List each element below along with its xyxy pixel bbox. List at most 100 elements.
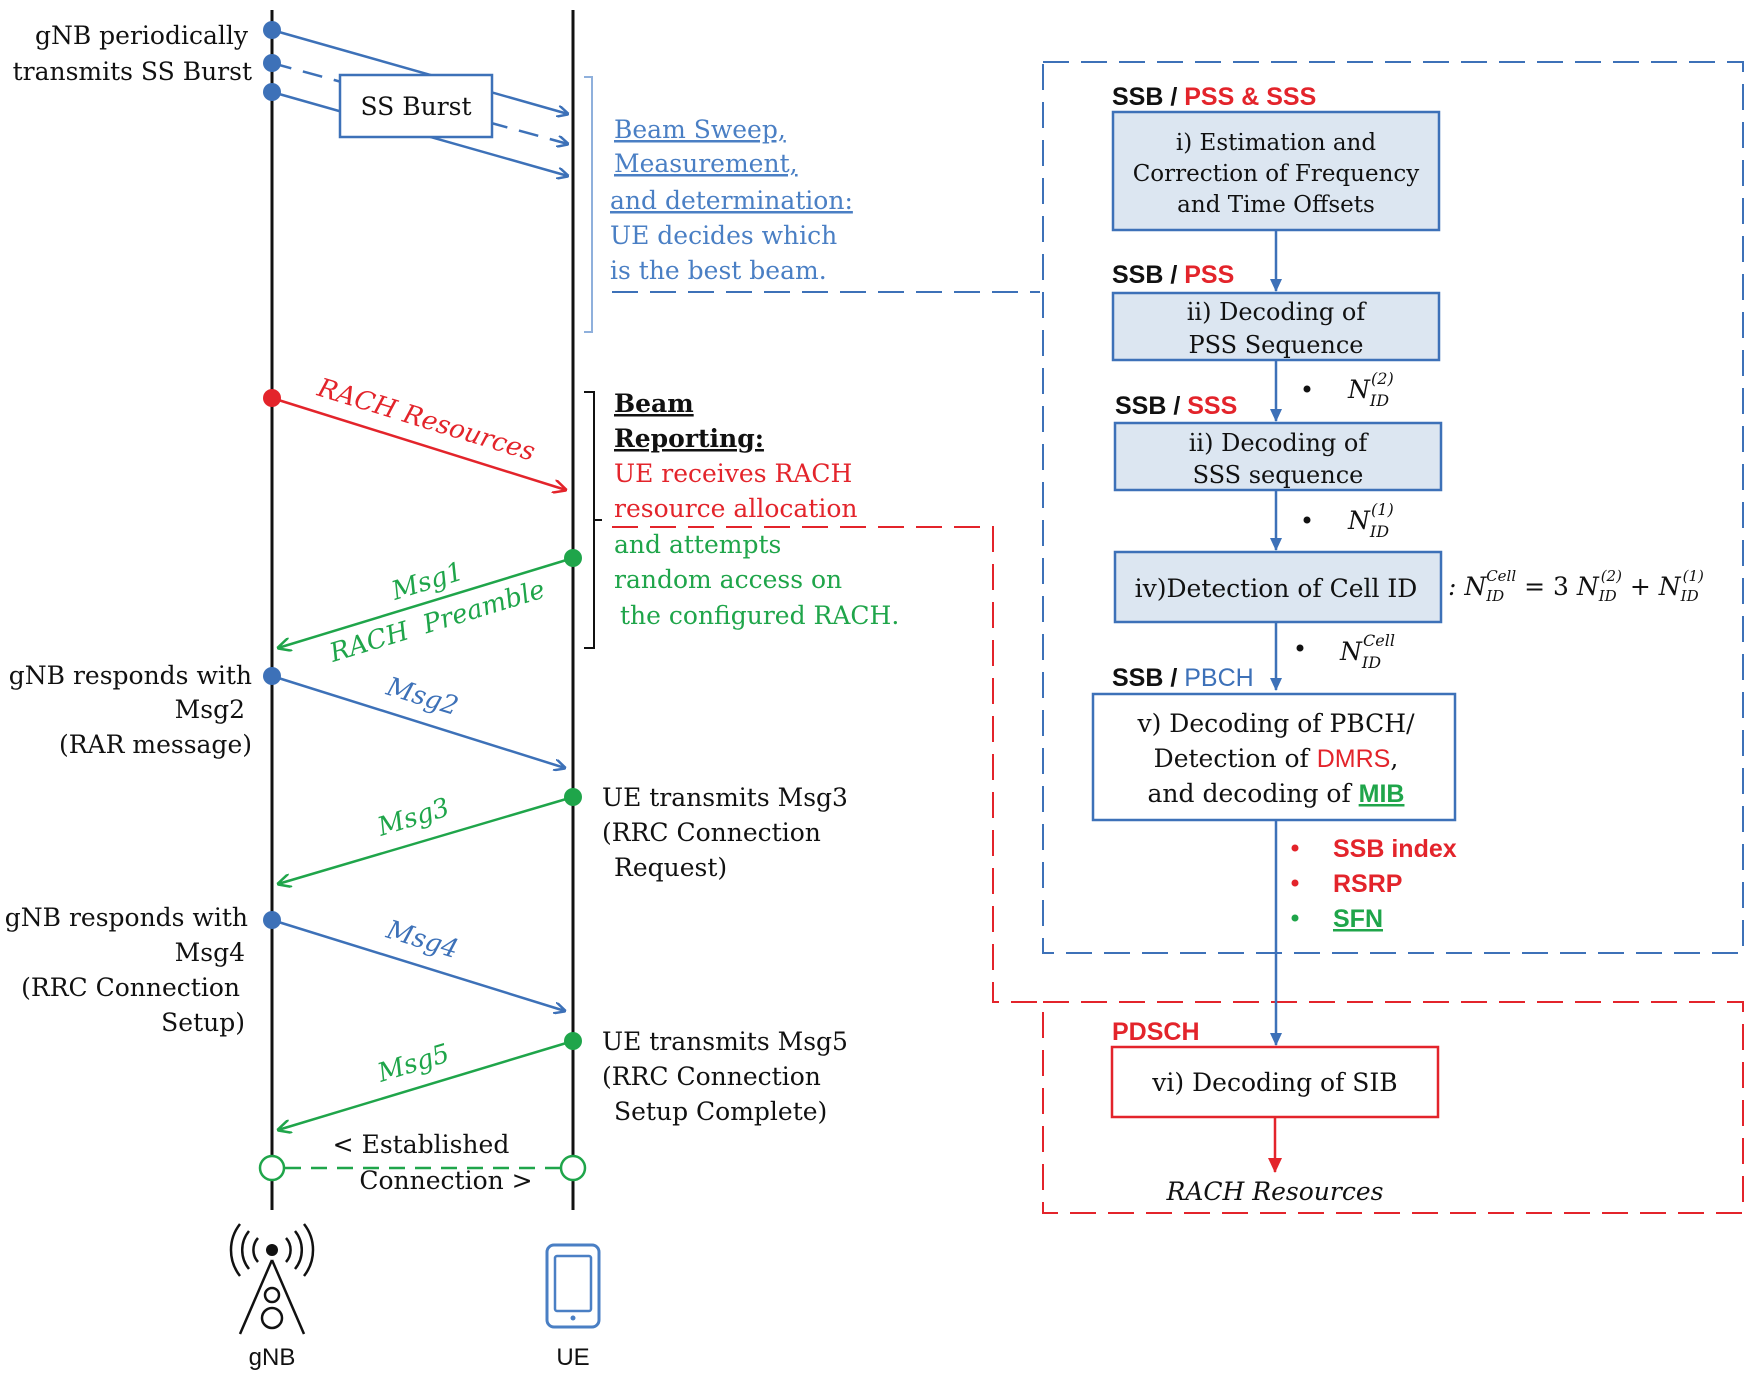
bullet-ssb-index-dot bbox=[1291, 844, 1299, 852]
msg4-note-line2: Msg4 bbox=[175, 938, 245, 967]
ss-burst-arrow-1 bbox=[271, 28, 568, 114]
established-gnb-ring bbox=[258, 1154, 286, 1182]
msg3-arrow bbox=[278, 795, 574, 884]
msg4-dot bbox=[263, 911, 281, 929]
beam-sweep-bracket bbox=[584, 76, 593, 333]
bullet-sfn-dot bbox=[1291, 914, 1299, 922]
ssb-processing-region bbox=[1042, 61, 1744, 954]
msg1-label: Msg1 bbox=[387, 557, 467, 607]
ss-burst-note-line1: gNB periodically bbox=[35, 21, 249, 50]
step2-text-2: PSS Sequence bbox=[1188, 331, 1363, 359]
rach-resources-arrow bbox=[271, 396, 566, 490]
bullet-rsrp-dot bbox=[1291, 879, 1299, 887]
step1-box bbox=[1111, 110, 1441, 232]
bullet-sfn: SFN bbox=[1333, 905, 1383, 933]
msg5-note-line1: UE transmits Msg5 bbox=[602, 1027, 848, 1056]
beam-sweep-body-2: is the best beam. bbox=[610, 256, 827, 285]
step1-text-1: i) Estimation and bbox=[1176, 130, 1376, 156]
step2-channel-label: SSB / PSS bbox=[1112, 261, 1234, 289]
msg3-dot bbox=[564, 788, 582, 806]
bullet-ssb-index: SSB index bbox=[1333, 835, 1457, 863]
msg2-arrow bbox=[271, 674, 565, 768]
nidcell-bullet bbox=[1296, 644, 1304, 652]
msg1-dot bbox=[564, 549, 582, 567]
ss-burst-box-label: SS Burst bbox=[360, 92, 471, 121]
msg3-note-line1: UE transmits Msg3 bbox=[602, 783, 848, 812]
nid2-symbol: NID(2) bbox=[1347, 369, 1394, 410]
step1-text-2: Correction of Frequency bbox=[1133, 161, 1420, 187]
beam-reporting-title-2: Reporting: bbox=[614, 424, 764, 453]
beam-reporting-text: Beam Reporting: UE receives RACH resourc… bbox=[614, 389, 899, 630]
bullet-rsrp: RSRP bbox=[1333, 870, 1402, 898]
ss-burst-arrow-2 bbox=[271, 61, 568, 144]
msg4-arrow bbox=[271, 918, 565, 1011]
msg2-note-line1: gNB responds with bbox=[9, 661, 252, 690]
ss-burst-dot-1 bbox=[263, 21, 281, 39]
beam-reporting-link-line bbox=[612, 526, 1050, 1003]
msg3-note-line2: (RRC Connection bbox=[602, 818, 821, 847]
nid1-symbol: NID(1) bbox=[1347, 500, 1394, 541]
smartphone-icon bbox=[545, 1243, 601, 1329]
rach-resources-output: RACH Resources bbox=[1166, 1177, 1384, 1206]
msg5-arrow bbox=[278, 1039, 574, 1130]
msg5-note-line2: (RRC Connection bbox=[602, 1062, 821, 1091]
established-ue-ring bbox=[559, 1154, 587, 1182]
msg3-note-line3: Request) bbox=[614, 853, 727, 882]
cell-tower-icon bbox=[229, 1223, 315, 1335]
nid2-bullet bbox=[1303, 385, 1311, 393]
msg1-arrow bbox=[278, 556, 574, 648]
msg4-note-line4: Setup) bbox=[161, 1008, 245, 1037]
step6-channel-label: PDSCH bbox=[1112, 1018, 1200, 1046]
step2-box bbox=[1111, 291, 1441, 362]
msg2-note-line2: Msg2 bbox=[175, 695, 245, 724]
beam-sweep-title-2: Measurement, bbox=[614, 149, 798, 178]
cell-id-formula: : NIDCell = 3 NID(2) + NID(1) bbox=[1448, 567, 1704, 605]
beam-sweep-title-1: Beam Sweep, bbox=[614, 115, 786, 144]
beam-reporting-red-2: resource allocation bbox=[614, 494, 857, 523]
nidcell-symbol: NIDCell bbox=[1339, 631, 1395, 672]
msg5-note-line3: Setup Complete) bbox=[614, 1097, 827, 1126]
beam-reporting-title-1: Beam bbox=[614, 389, 694, 418]
step4-text: iv)Detection of Cell ID bbox=[1135, 574, 1418, 603]
step3-box bbox=[1113, 421, 1443, 492]
beam-reporting-bracket bbox=[584, 391, 602, 649]
ss-burst-dot-2 bbox=[263, 54, 281, 72]
step5-channel-label: SSB / PBCH bbox=[1112, 664, 1254, 692]
beam-sweep-body-1: UE decides which bbox=[610, 221, 837, 250]
beam-reporting-green-1: and attempts bbox=[614, 530, 781, 559]
msg2-note: gNB responds with Msg2 (RAR message) bbox=[9, 661, 252, 759]
step3-channel-label: SSB / SSS bbox=[1115, 392, 1237, 420]
step1-text-3: and Time Offsets bbox=[1177, 192, 1375, 218]
ue-label: UE bbox=[556, 1344, 589, 1371]
rach-resources-dot bbox=[263, 389, 281, 407]
beam-reporting-red-1: UE receives RACH bbox=[614, 459, 852, 488]
nid1-bullet bbox=[1303, 516, 1311, 524]
beam-reporting-green-3: the configured RACH. bbox=[620, 601, 899, 630]
established-label-1: < Established bbox=[333, 1130, 510, 1159]
step3-text-1: ii) Decoding of bbox=[1189, 429, 1370, 457]
ss-burst-note-line2: transmits SS Burst bbox=[13, 57, 252, 86]
step1-channel-label: SSB / PSS & SSS bbox=[1112, 83, 1316, 111]
ss-burst-box bbox=[338, 73, 494, 139]
msg2-dot bbox=[263, 667, 281, 685]
established-label-2: Connection > bbox=[359, 1166, 532, 1195]
msg3-note: UE transmits Msg3 (RRC Connection Reques… bbox=[602, 783, 848, 882]
beam-sweep-title-3: and determination: bbox=[610, 186, 853, 215]
ss-burst-group: gNB periodically transmits SS Burst bbox=[13, 21, 252, 86]
msg4-note: gNB responds with Msg4 (RRC Connection S… bbox=[5, 903, 248, 1037]
step5-text-1: v) Decoding of PBCH/ bbox=[1136, 709, 1415, 738]
step3-text-2: SSS sequence bbox=[1193, 461, 1364, 489]
beam-reporting-green-2: random access on bbox=[614, 565, 842, 594]
ss-burst-dot-3 bbox=[263, 83, 281, 101]
msg5-dot bbox=[564, 1032, 582, 1050]
step2-text-1: ii) Decoding of bbox=[1187, 298, 1368, 326]
step5-text-2: Detection of DMRS, bbox=[1154, 744, 1399, 773]
step5-box bbox=[1091, 692, 1457, 822]
msg4-note-line1: gNB responds with bbox=[5, 903, 248, 932]
step6-box bbox=[1110, 1045, 1440, 1119]
step5-text-3: and decoding of MIB bbox=[1148, 779, 1405, 808]
pdsch-processing-region bbox=[1042, 1001, 1744, 1214]
gnb-label: gNB bbox=[249, 1344, 296, 1371]
